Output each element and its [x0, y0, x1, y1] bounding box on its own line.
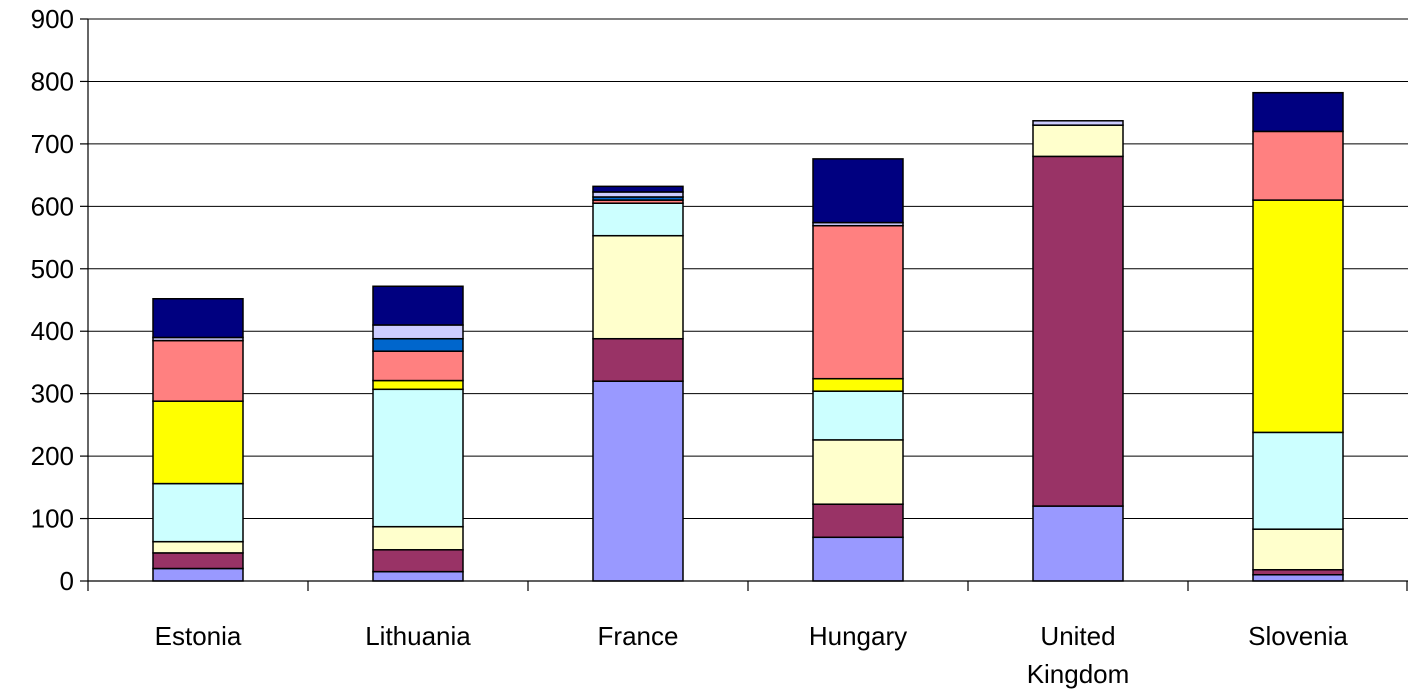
- y-axis-tick-labels: 0 100 200 300 400 500 600 700 800 900: [31, 4, 88, 596]
- bar-segment: [372, 379, 464, 391]
- bar-segment: [372, 337, 464, 352]
- bar-segment: [592, 185, 684, 193]
- bar-segment: [372, 350, 464, 382]
- y-tick-label: 400: [31, 316, 74, 346]
- y-tick-label: 800: [31, 66, 74, 96]
- bar-segment: [812, 503, 904, 539]
- gridlines: [88, 18, 1408, 520]
- bar-stack-france: [592, 185, 684, 582]
- bar-segment: [1032, 155, 1124, 507]
- x-category-label: Slovenia: [1248, 621, 1348, 651]
- y-tick-label: 200: [31, 441, 74, 471]
- bar-segment: [1252, 199, 1344, 434]
- bar-segment: [592, 234, 684, 340]
- bar-segment: [1252, 130, 1344, 201]
- bar-segment: [152, 552, 244, 570]
- x-category-label-line: Estonia: [155, 621, 242, 651]
- x-category-label: Hungary: [809, 621, 907, 651]
- y-tick-label: 500: [31, 254, 74, 284]
- x-category-label: Lithuania: [365, 621, 471, 651]
- x-category-label: Estonia: [155, 621, 242, 651]
- bar-segment: [1032, 505, 1124, 582]
- bar-segment: [1252, 431, 1344, 530]
- bar-stack-hungary: [812, 158, 904, 582]
- bar-stack-estonia: [152, 298, 244, 582]
- x-category-label-line: France: [598, 621, 679, 651]
- bar-segment: [592, 380, 684, 582]
- bar-segment: [1032, 124, 1124, 158]
- y-tick-label: 600: [31, 191, 74, 221]
- bar-segment: [372, 324, 464, 340]
- bar-stacks: [152, 91, 1344, 582]
- bar-segment: [152, 339, 244, 402]
- y-tick-label: 0: [60, 566, 74, 596]
- bar-segment: [372, 570, 464, 582]
- bar-segment: [592, 202, 684, 237]
- axes: [87, 19, 1408, 591]
- bar-segment: [1252, 91, 1344, 133]
- bar-stack-united-kingdom: [1032, 120, 1124, 582]
- bar-segment: [812, 536, 904, 582]
- x-category-label-line: Kingdom: [1027, 659, 1130, 689]
- bar-stack-slovenia: [1252, 91, 1344, 582]
- bar-segment: [152, 482, 244, 543]
- bar-segment: [812, 377, 904, 392]
- x-category-label-line: United: [1040, 621, 1115, 651]
- bar-segment: [372, 388, 464, 528]
- x-category-label-line: Slovenia: [1248, 621, 1348, 651]
- bar-segment: [592, 337, 684, 382]
- bar-segment: [372, 549, 464, 573]
- bar-segment: [1252, 574, 1344, 582]
- bar-segment: [152, 400, 244, 485]
- bar-segment: [372, 285, 464, 326]
- bar-segment: [152, 567, 244, 582]
- bar-segment: [812, 439, 904, 505]
- bar-segment: [372, 525, 464, 551]
- y-tick-label: 300: [31, 379, 74, 409]
- bar-segment: [812, 224, 904, 380]
- y-tick-label: 100: [31, 504, 74, 534]
- x-category-label-line: Lithuania: [365, 621, 471, 651]
- x-category-label: France: [598, 621, 679, 651]
- bar-stack-lithuania: [372, 285, 464, 582]
- bar-segment: [152, 298, 244, 339]
- bar-segment: [1252, 528, 1344, 571]
- bar-segment: [152, 540, 244, 554]
- y-tick-label: 700: [31, 129, 74, 159]
- bar-segment: [1032, 120, 1124, 126]
- bar-segment: [812, 390, 904, 441]
- x-category-label-line: Hungary: [809, 621, 907, 651]
- bar-segment: [812, 158, 904, 224]
- y-tick-label: 900: [31, 4, 74, 34]
